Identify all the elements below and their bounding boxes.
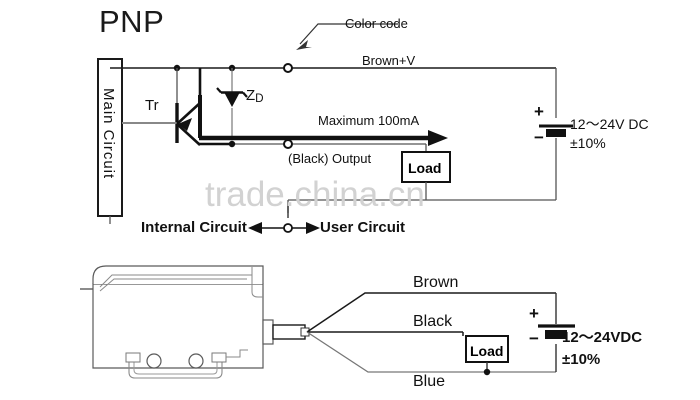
supply-plus-upper: +	[534, 102, 544, 121]
upper-circuit-group	[97, 23, 573, 234]
black-label: Black	[413, 313, 453, 330]
sensor-bracket-left-clip	[125, 352, 141, 363]
zener-triangle-icon	[224, 92, 240, 107]
load-label-lower: Load	[470, 343, 504, 359]
sensor-mount-hole-left	[146, 353, 162, 369]
transistor-collector-line	[176, 123, 201, 146]
transistor-emitter-line	[176, 102, 201, 125]
sensor-mount-hole-right	[188, 353, 204, 369]
divider-right-arrow-icon	[306, 222, 320, 234]
lower-sensor-group	[80, 265, 310, 379]
load-box-lower	[465, 335, 509, 363]
brown-label: Brown	[413, 274, 459, 291]
sensor-bracket-tab-right	[226, 349, 248, 358]
supply-voltage-upper: 12～24V DC	[570, 116, 649, 132]
page-title: PNP	[99, 4, 165, 39]
color-code-leader	[299, 23, 398, 45]
supply-minus-lower: −	[529, 329, 539, 348]
supply-minus-upper: −	[534, 128, 544, 147]
brown-wire	[306, 292, 556, 333]
supply-plus-lower: +	[529, 304, 539, 323]
color-code-arrowhead-icon	[296, 40, 312, 50]
sensor-cable-gland	[262, 319, 274, 345]
sensor-cable-neck	[272, 324, 306, 340]
supply-voltage-lower: 12～24VDC	[562, 329, 643, 346]
supply-tolerance-upper: ±10%	[570, 135, 606, 151]
brown-wire-label: Brown+V	[362, 53, 416, 68]
blue-wire	[306, 331, 556, 373]
main-circuit-label: Main Circuit	[100, 88, 117, 180]
zener-bar-bend-left	[216, 87, 222, 94]
user-circuit-label: User Circuit	[320, 219, 406, 236]
transistor-arrowhead-icon	[178, 118, 192, 131]
transistor-label: Tr	[145, 97, 159, 114]
junction-dot-output	[228, 140, 236, 148]
lower-wiring-group	[306, 292, 575, 376]
terminal-black-output	[283, 139, 293, 149]
output-label: (Black) Output	[288, 151, 372, 166]
terminal-brown	[283, 63, 293, 73]
sensor-body-outline	[92, 283, 264, 369]
supply-tolerance-lower: ±10%	[562, 351, 601, 368]
battery-short-plate-lower	[545, 330, 567, 339]
sensor-lid-inner-line2	[99, 278, 247, 292]
internal-circuit-label: Internal Circuit	[141, 219, 247, 236]
sensor-lid-right-tab	[251, 267, 263, 298]
zener-label-sub: D	[255, 92, 264, 105]
load-label-upper: Load	[408, 160, 442, 176]
blue-label: Blue	[413, 373, 446, 390]
color-code-label: Color code	[345, 16, 408, 31]
sensor-lid-inner-line	[99, 274, 252, 288]
sensor-bracket-outline	[128, 357, 223, 379]
zener-label-main: Z	[246, 87, 256, 104]
junction-dot-load-lower	[483, 368, 491, 376]
divider-left-arrow-icon	[248, 222, 262, 234]
sensor-bracket-inner	[133, 357, 218, 375]
zener-label: ZD	[246, 87, 264, 105]
zener-bar-bend-right	[242, 91, 248, 98]
sensor-bracket-right-clip	[211, 352, 227, 363]
battery-short-plate-upper	[546, 129, 566, 137]
divider-node	[283, 223, 293, 233]
current-arrowhead-icon	[428, 130, 448, 146]
current-label: Maximum 100mA	[318, 113, 420, 128]
